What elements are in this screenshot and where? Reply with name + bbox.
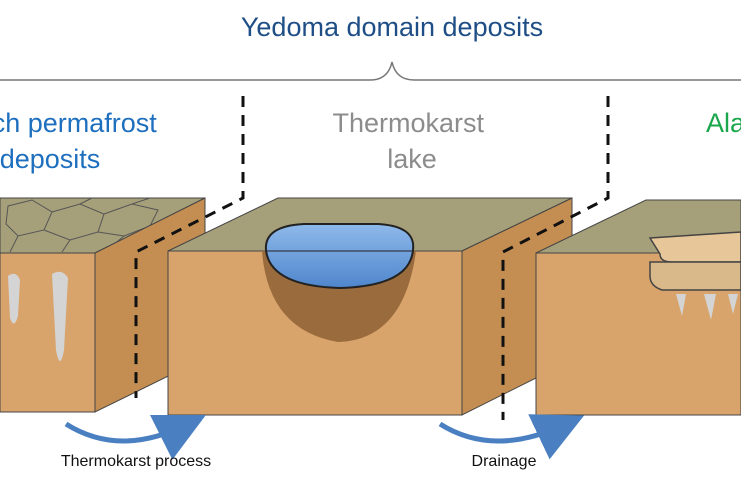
ice-wedge (676, 294, 686, 316)
drainage-arrow (438, 414, 585, 460)
polygon-network (5, 197, 159, 253)
block-alas (535, 199, 741, 416)
stage-label-alas: Ala (706, 108, 741, 138)
domain-brace (0, 61, 741, 81)
lake-water (264, 223, 415, 290)
ice-wedge (728, 294, 738, 314)
stage-label-lake-line1: Thermokarst (332, 108, 484, 138)
stage-label-lake: Thermokarst lake (332, 108, 491, 174)
boundary-dashed-1 (134, 96, 245, 398)
process-label-drainage: Drainage (472, 453, 537, 470)
alas-basin-lower (649, 261, 741, 291)
block-lake (167, 197, 573, 416)
alas-basin-deposit (648, 231, 741, 263)
boundary-dashed-2 (501, 96, 610, 420)
process-label-thermokarst: Thermokarst process (61, 453, 211, 470)
main-title: Yedoma domain deposits (241, 12, 543, 42)
stage-label-permafrost-line1: ch permafrost (0, 108, 157, 138)
ice-wedge (704, 294, 716, 320)
ice-wedge (8, 273, 20, 324)
thermokarst-process-arrow (64, 415, 206, 460)
stage-label-permafrost-line2: deposits (0, 144, 100, 174)
stage-label-lake-line2: lake (387, 144, 437, 174)
ice-wedge (52, 271, 68, 361)
stage-label-permafrost: ch permafrost deposits (0, 108, 164, 174)
